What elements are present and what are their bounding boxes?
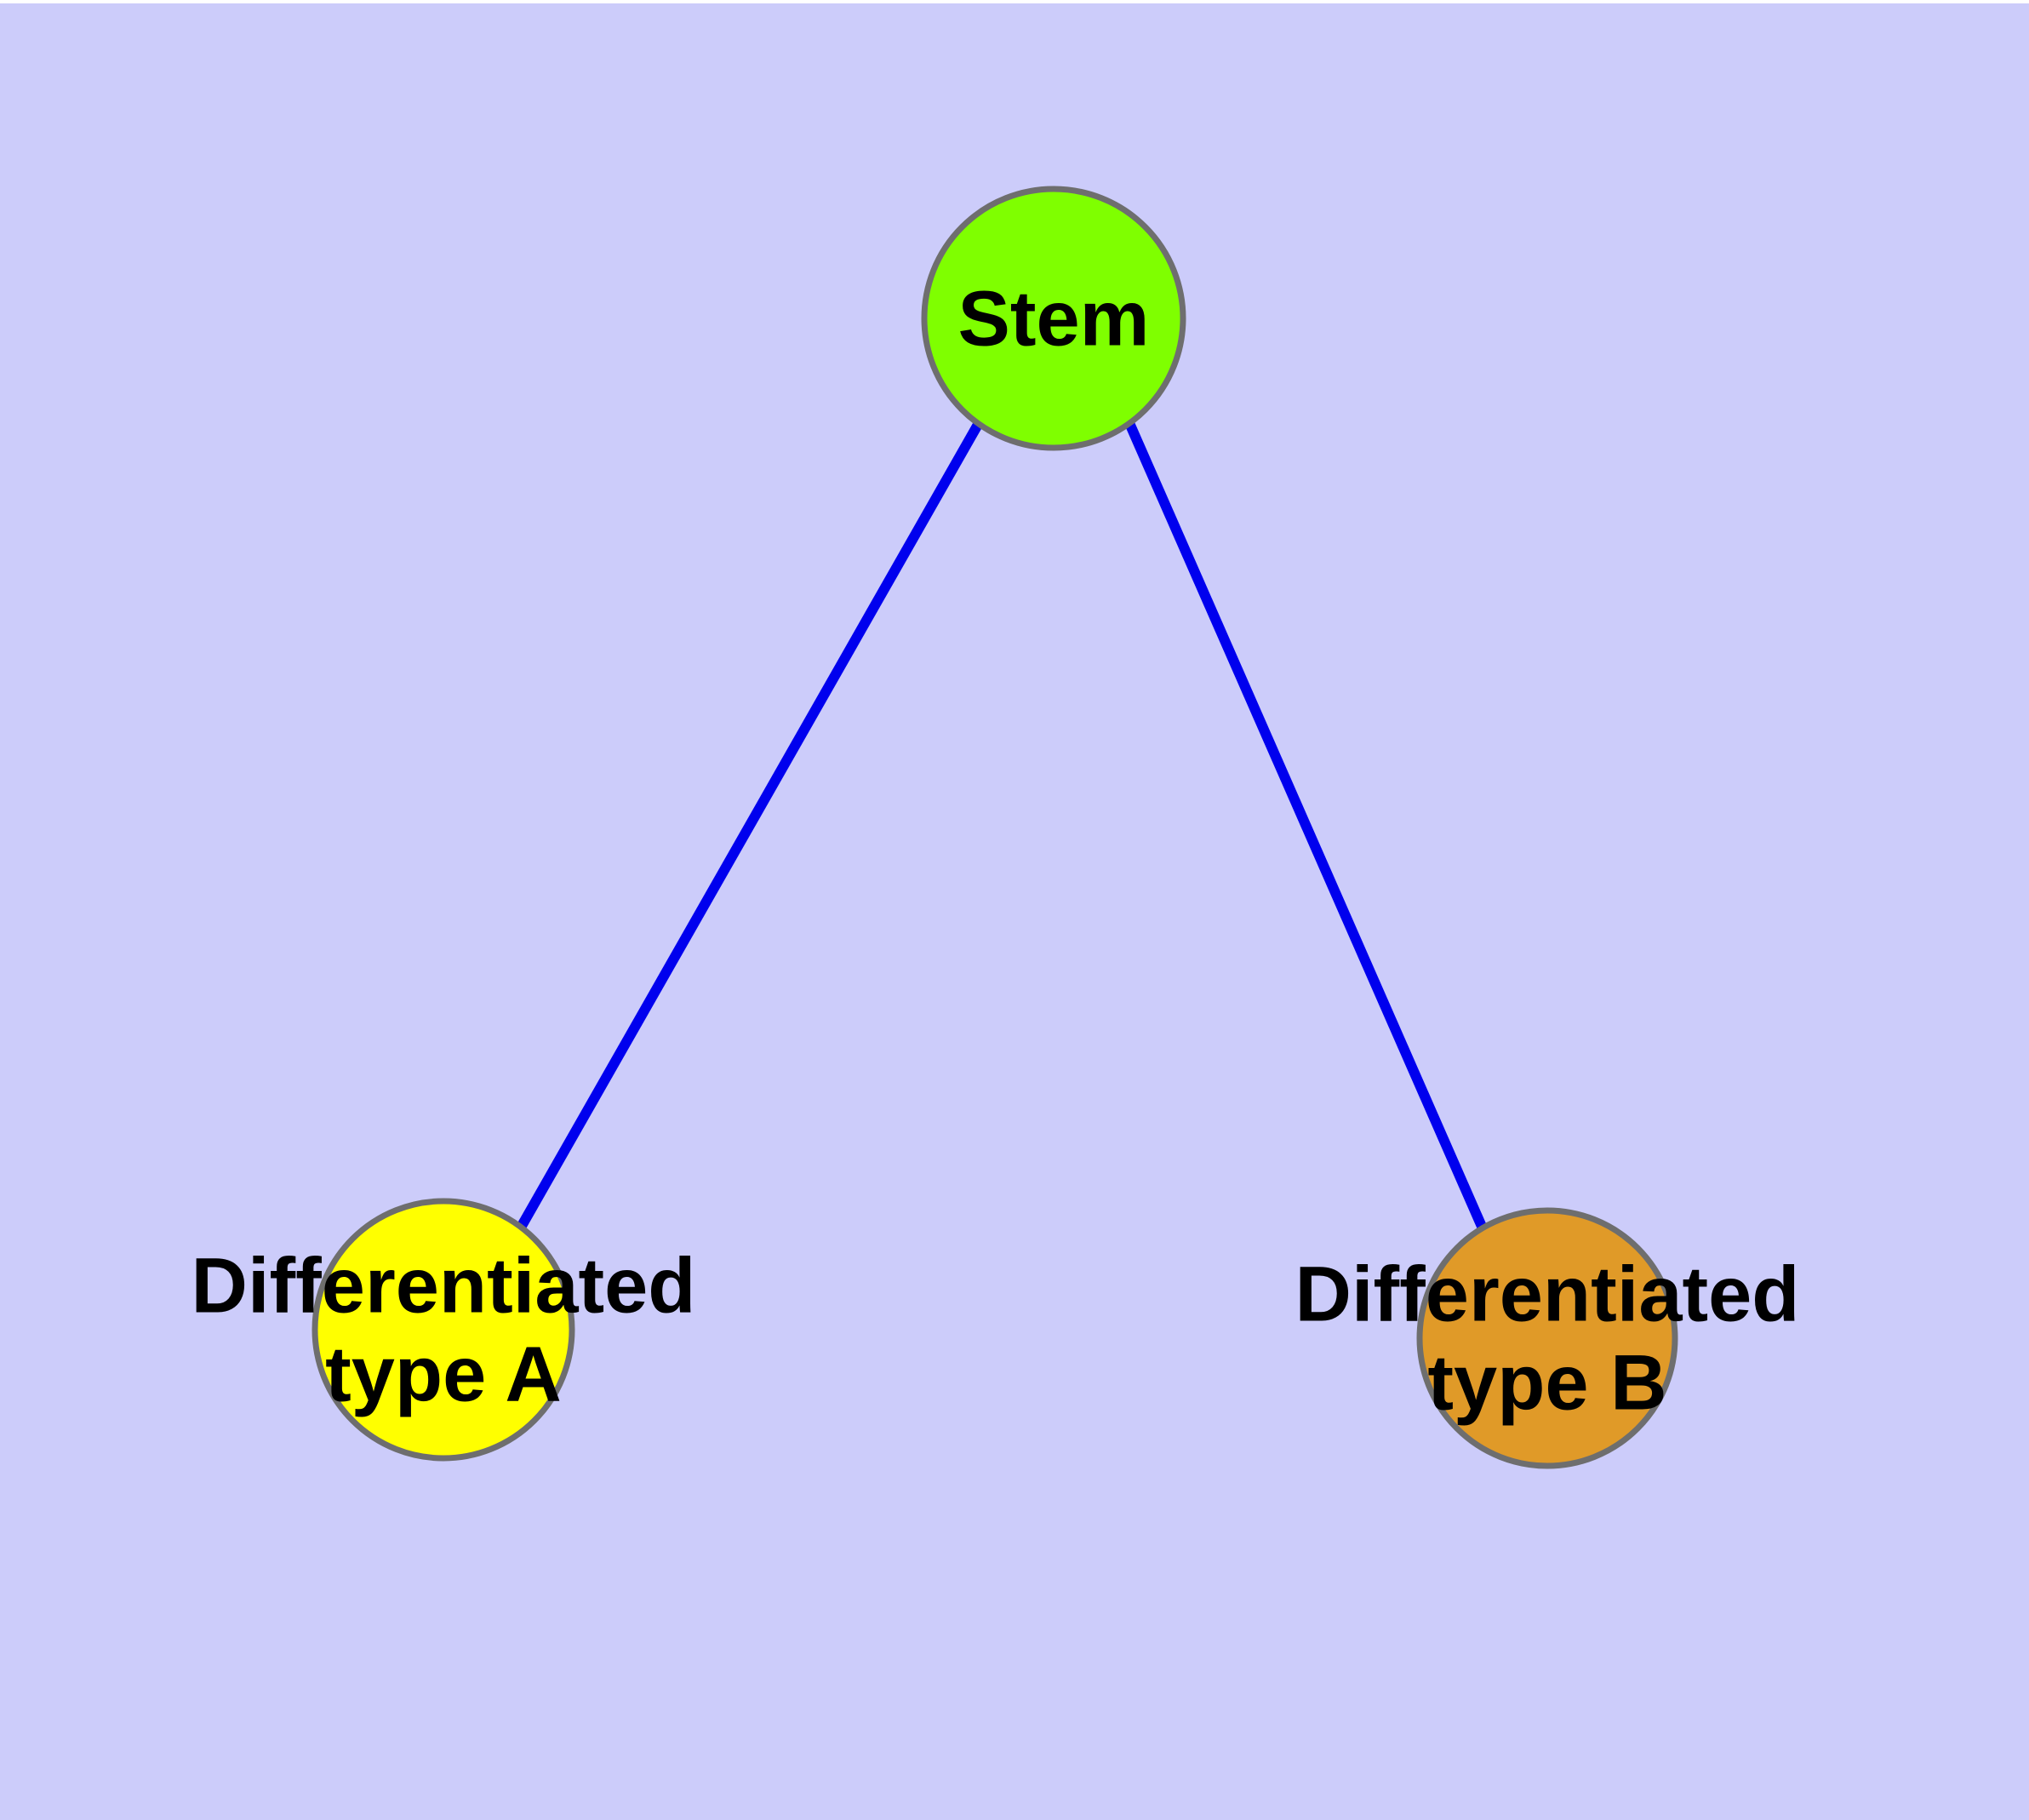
- graph-edge[interactable]: [1124, 421, 1488, 1231]
- graph-node-diff_a[interactable]: [311, 1198, 575, 1462]
- node-label-line: type B: [1427, 1339, 1666, 1426]
- node-label-line: Stem: [958, 275, 1150, 362]
- node-label-line: Differentiated: [191, 1242, 696, 1329]
- node-circle-diff_b[interactable]: [1416, 1207, 1678, 1469]
- node-circle-stem[interactable]: [921, 186, 1186, 451]
- node-label-stem: Stem: [958, 275, 1150, 362]
- edge-layer: [517, 421, 1488, 1231]
- graph-edge[interactable]: [517, 421, 984, 1228]
- node-label-line: Differentiated: [1295, 1251, 1800, 1337]
- graph-node-stem[interactable]: [921, 186, 1186, 451]
- node-circle-diff_a[interactable]: [311, 1198, 575, 1462]
- node-label-line: type A: [325, 1331, 562, 1417]
- graph-node-diff_b[interactable]: [1416, 1207, 1678, 1469]
